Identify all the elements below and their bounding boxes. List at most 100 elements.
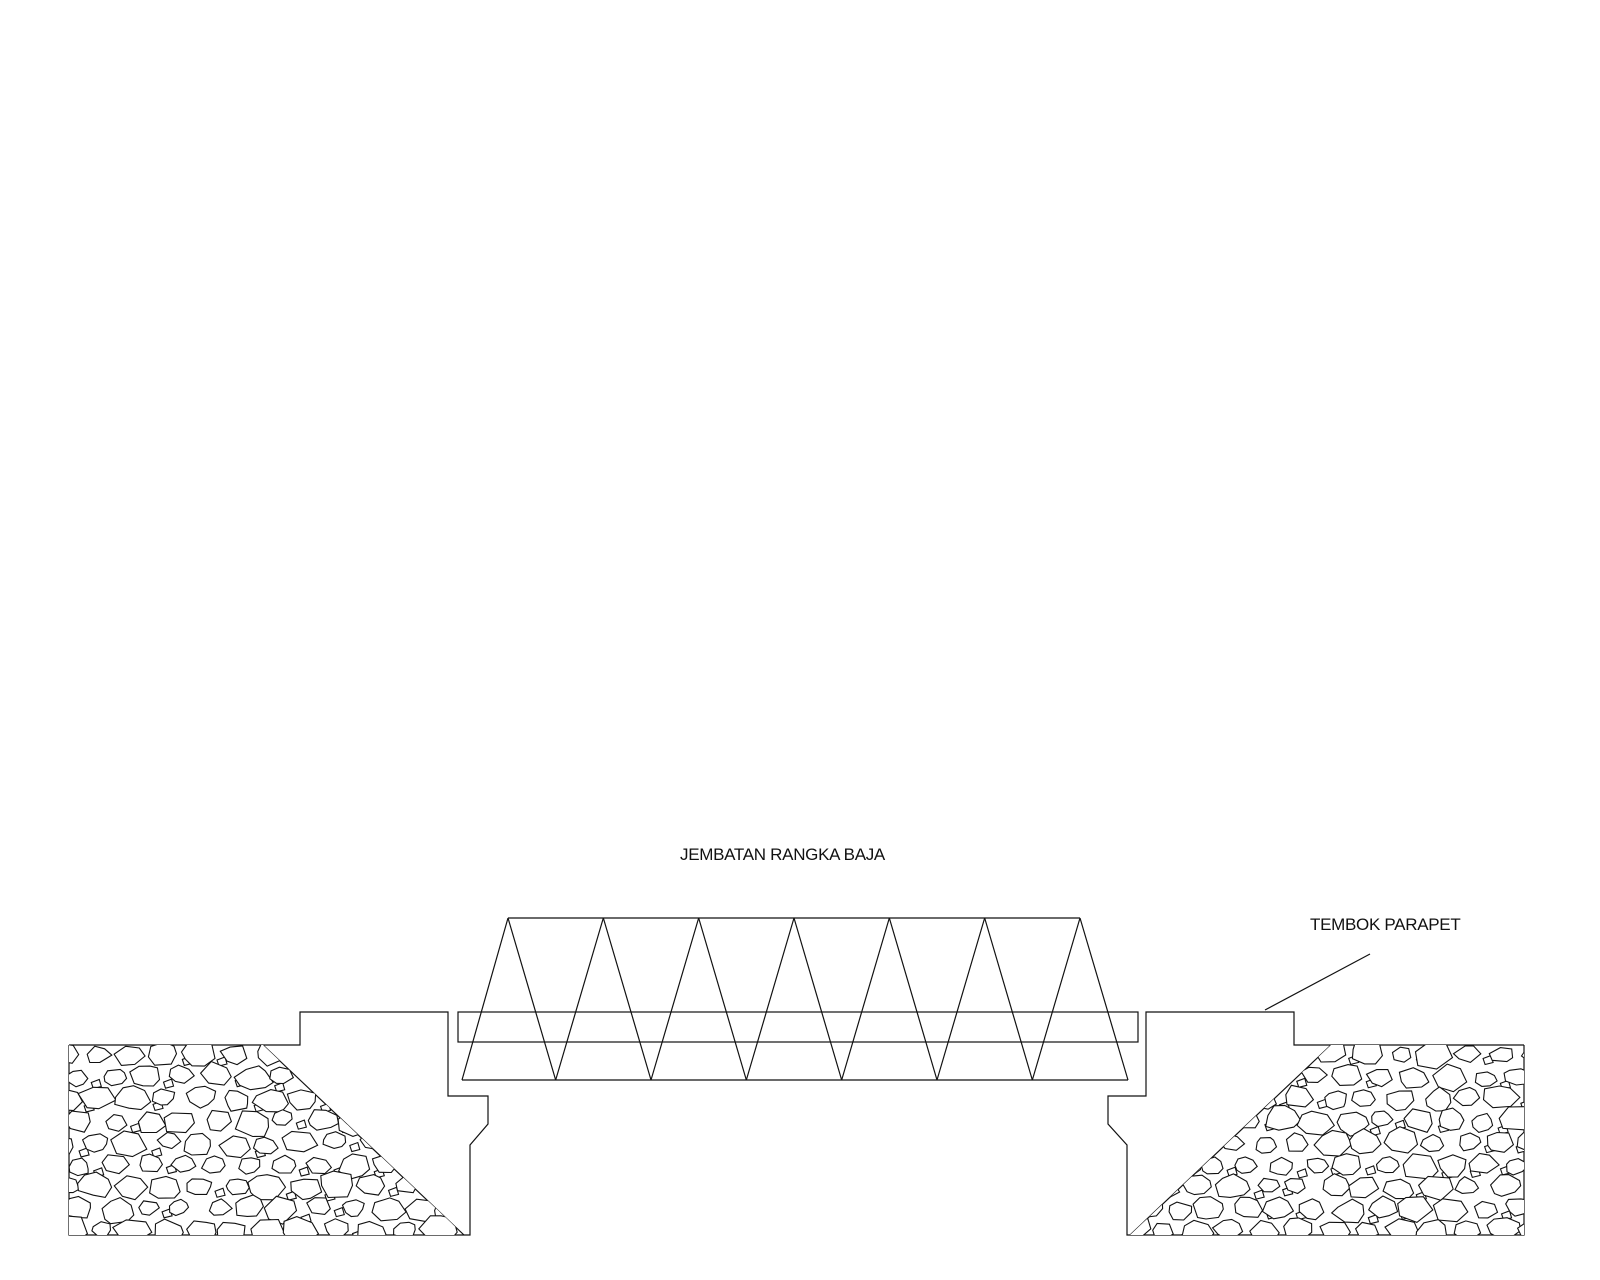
stone <box>1425 1086 1452 1112</box>
small-stone <box>387 1186 400 1198</box>
stone <box>271 1154 297 1174</box>
stone <box>1249 1219 1280 1235</box>
stone <box>183 1132 211 1156</box>
stone <box>341 1199 365 1218</box>
stone <box>437 1069 460 1089</box>
stone <box>1432 1198 1469 1223</box>
stone <box>168 1198 190 1217</box>
stone <box>233 1065 274 1091</box>
stone <box>1133 1150 1166 1175</box>
stone <box>386 1132 426 1162</box>
stone <box>1516 1127 1524 1154</box>
stone <box>113 1175 149 1201</box>
stone <box>1383 1126 1419 1154</box>
stone <box>1211 1086 1245 1113</box>
small-stone <box>465 1080 475 1089</box>
stone <box>1296 1110 1336 1136</box>
truss-diagonal <box>841 917 890 1081</box>
stone <box>69 1069 89 1088</box>
stone <box>1398 1067 1430 1089</box>
stone <box>137 1111 167 1134</box>
stone <box>320 1170 354 1199</box>
stone <box>69 1195 91 1219</box>
stone <box>395 1175 418 1194</box>
truss-diagonal <box>507 917 557 1081</box>
stone <box>400 1152 432 1174</box>
stone <box>1453 1220 1482 1235</box>
small-stone <box>1367 1213 1380 1225</box>
stone <box>1192 1196 1224 1220</box>
stone <box>322 1131 347 1149</box>
stone <box>1419 1133 1445 1153</box>
stone <box>180 1045 216 1067</box>
stone <box>357 1220 387 1235</box>
left-stone-riprap <box>69 1045 500 1242</box>
stone <box>423 1175 455 1199</box>
stone <box>69 1215 89 1235</box>
stone <box>453 1130 464 1155</box>
small-stone <box>90 1078 102 1090</box>
stone <box>138 1200 161 1216</box>
small-stone <box>1296 1077 1308 1088</box>
stone <box>402 1112 441 1137</box>
small-stone <box>457 1188 464 1199</box>
stone <box>219 1045 248 1066</box>
stone <box>1151 1131 1182 1154</box>
small-stone <box>214 1187 226 1198</box>
small-stone <box>349 1141 361 1153</box>
small-stone <box>1454 1238 1464 1247</box>
truss-diagonal <box>745 917 795 1081</box>
stone <box>1354 1221 1380 1235</box>
stone <box>1351 1045 1384 1065</box>
stone <box>151 1088 176 1106</box>
stone <box>101 1154 131 1175</box>
stone <box>170 1154 197 1173</box>
stone <box>1194 1065 1227 1090</box>
stone <box>269 1066 295 1085</box>
stone <box>1234 1156 1258 1174</box>
stone <box>1229 1066 1263 1092</box>
stone <box>147 1045 178 1066</box>
stone <box>367 1065 407 1095</box>
stone <box>1283 1217 1313 1235</box>
stone <box>1459 1132 1482 1152</box>
stone <box>1488 1047 1514 1063</box>
stone <box>216 1221 246 1235</box>
stone <box>1265 1104 1302 1131</box>
stone <box>238 1157 261 1175</box>
stone <box>263 1195 298 1225</box>
stone <box>1468 1152 1500 1174</box>
stone <box>1438 1107 1465 1131</box>
small-stone <box>409 1082 421 1094</box>
stone <box>402 1064 434 1088</box>
stone <box>326 1045 350 1061</box>
stone <box>1505 1198 1524 1217</box>
stone <box>338 1153 371 1180</box>
stone <box>1202 1113 1229 1131</box>
stone <box>69 1045 80 1064</box>
stone <box>1498 1106 1524 1131</box>
small-stone <box>424 1099 437 1110</box>
stone <box>391 1082 424 1111</box>
stone <box>1306 1157 1330 1174</box>
stone <box>91 1221 112 1235</box>
stone <box>1146 1174 1181 1201</box>
stone <box>306 1197 331 1215</box>
small-stone <box>490 1233 500 1242</box>
stone <box>366 1110 398 1134</box>
stone <box>1520 1045 1524 1065</box>
stone <box>69 1157 89 1177</box>
stone <box>1257 1177 1281 1193</box>
stone <box>206 1109 233 1132</box>
stone <box>458 1175 464 1201</box>
stone <box>1252 1045 1277 1064</box>
stone <box>360 1090 389 1110</box>
stone <box>282 1216 320 1235</box>
stone <box>1130 1086 1147 1115</box>
stone <box>86 1045 113 1064</box>
stone <box>103 1068 128 1087</box>
stone <box>1506 1158 1524 1176</box>
stone <box>323 1218 349 1235</box>
stone <box>1397 1196 1434 1224</box>
stone <box>371 1197 407 1222</box>
